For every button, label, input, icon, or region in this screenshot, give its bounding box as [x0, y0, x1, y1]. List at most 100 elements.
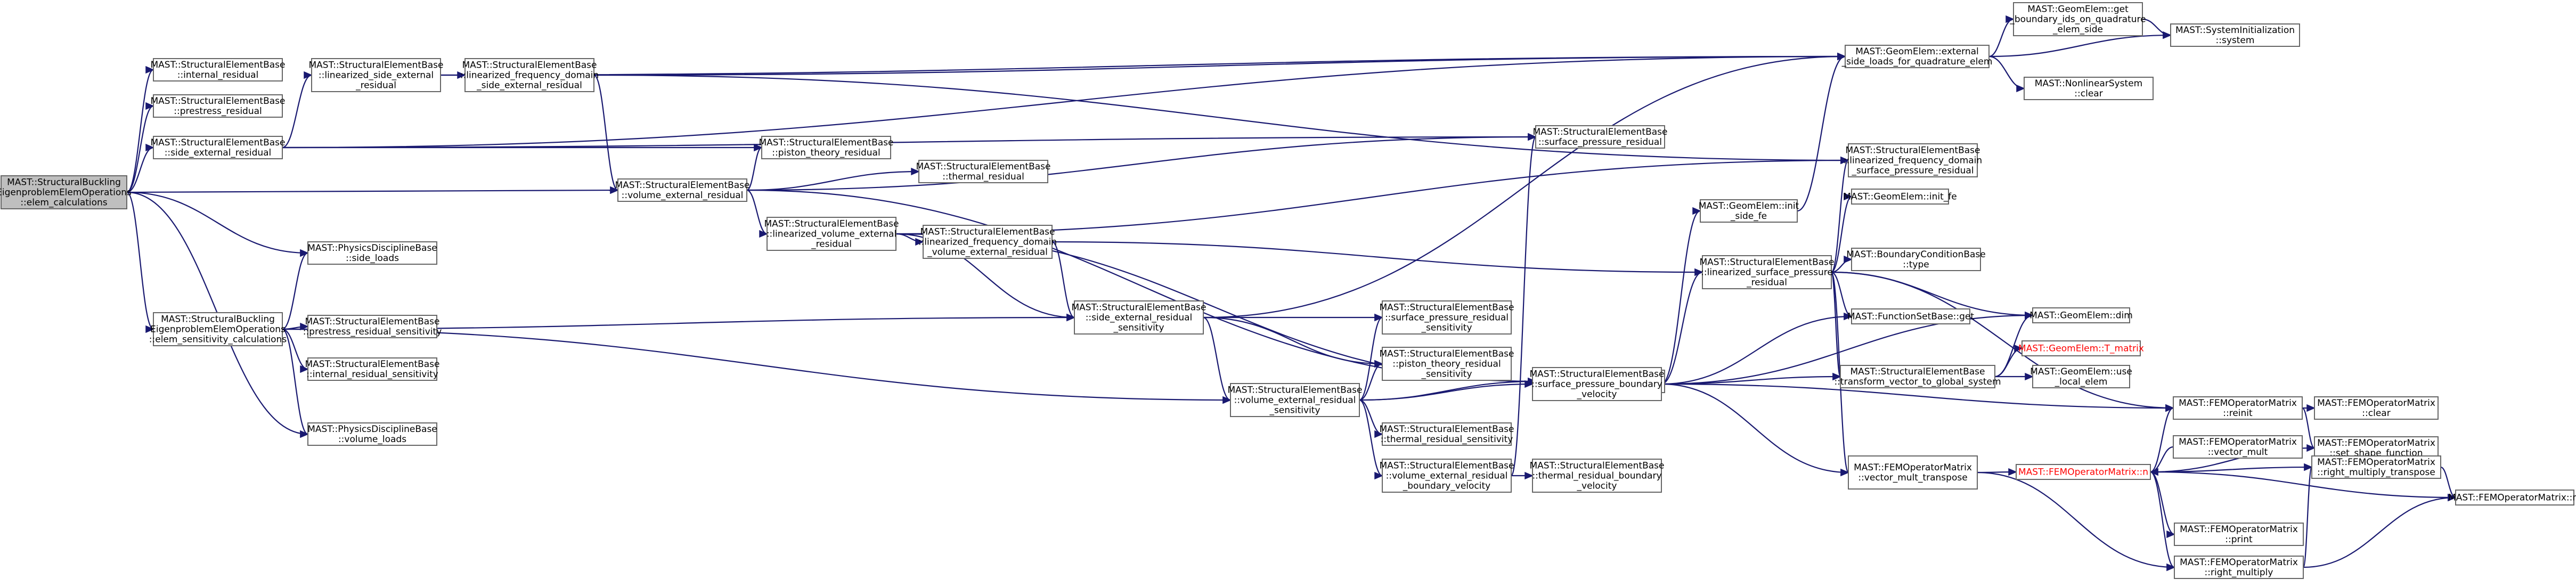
node-geomelem-dim[interactable]: MAST::GeomElem::dim — [2029, 307, 2133, 323]
node-label-line: ::right_multiply_transpose — [2317, 467, 2435, 478]
node-thermal-residual[interactable]: MAST::StructuralElementBase::thermal_res… — [916, 160, 1051, 183]
edge-linearized_frequency_domain_side-to-linearized_frequency_domain_surface — [593, 74, 1849, 161]
node-fem-reinit[interactable]: MAST::FEMOperatorMatrix::reinit — [2173, 396, 2303, 420]
arrowhead-side_external_residual-to-linearized_side_external_residual — [304, 71, 313, 79]
node-thermal-residual-sensitivity[interactable]: MAST::StructuralElementBase::thermal_res… — [1380, 422, 1514, 446]
node-side-external-residual-sensitivity[interactable]: MAST::StructuralElementBase::side_extern… — [1072, 300, 1207, 335]
node-functionset-get[interactable]: MAST::FunctionSetBase::get — [1847, 308, 1974, 324]
node-label-line: ::reinit — [2223, 408, 2253, 419]
edge-root-to-internal_residual — [126, 69, 154, 193]
node-geomelem-use-local-elem[interactable]: MAST::GeomElem::use_local_elem — [2030, 365, 2132, 388]
node-linearized-frequency-domain-volume[interactable]: MAST::StructuralElementBase::linearized_… — [918, 225, 1057, 259]
node-label-line: EigenproblemElemOperations — [150, 324, 286, 335]
node-elem-sensitivity-calculations[interactable]: MAST::StructuralBucklingEigenproblemElem… — [149, 312, 287, 346]
node-box — [311, 58, 441, 92]
node-label-line: MAST::FEMOperatorMatrix — [2180, 524, 2298, 535]
node-label-line: _velocity — [1577, 389, 1617, 400]
edge-fem_n-to-fem_m — [2150, 471, 2456, 499]
node-label-line: ::thermal_residual — [942, 172, 1024, 182]
node-fem-right-multiply[interactable]: MAST::FEMOperatorMatrix::right_multiply — [2174, 556, 2304, 579]
node-fem-m[interactable]: MAST::FEMOperatorMatrix::m — [2448, 490, 2576, 506]
edge-volume_external_residual-to-piston_theory_residual — [746, 146, 762, 191]
node-physics-side-loads[interactable]: MAST::PhysicsDisciplineBase::side_loads — [307, 241, 437, 265]
node-label-line: ::transform_vector_to_global_system — [1834, 377, 2001, 387]
node-surface-pressure-boundary-velocity[interactable]: MAST::StructuralElementBase::surface_pre… — [1530, 367, 1665, 401]
node-surface-pressure-residual[interactable]: MAST::StructuralElementBase::surface_pre… — [1533, 125, 1668, 149]
node-label-line: ::piston_theory_residual — [772, 148, 880, 158]
node-get-boundary-ids[interactable]: MAST::GeomElem::get_boundary_ids_on_quad… — [2009, 2, 2146, 36]
node-label-line: MAST::GeomElem::T_matrix — [2018, 344, 2144, 354]
node-label-line: ::vector_mult — [2208, 447, 2268, 458]
node-volume-external-residual[interactable]: MAST::StructuralElementBase::volume_exte… — [615, 178, 750, 202]
arrowhead-linearized_surface_pressure_residual-to-functionset_get — [1844, 312, 1853, 321]
node-side-external-residual[interactable]: MAST::StructuralElementBase::side_extern… — [151, 136, 286, 159]
node-linearized-frequency-domain-surface[interactable]: MAST::StructuralElementBase::linearized_… — [1844, 143, 1982, 177]
node-label-line: MAST::PhysicsDisciplineBase — [307, 424, 437, 435]
node-fem-vector-mult-transpose[interactable]: MAST::FEMOperatorMatrix::vector_mult_tra… — [1848, 455, 1978, 490]
node-linearized-surface-pressure-residual[interactable]: MAST::StructuralElementBase::linearized_… — [1700, 255, 1835, 289]
arrowhead-linearized_frequency_domain_side-to-volume_external_residual — [610, 186, 619, 194]
node-label-line: _velocity — [1577, 481, 1617, 492]
node-label-line: MAST::FEMOperatorMatrix — [2179, 437, 2297, 447]
edge-side_external_residual_sensitivity-to-external_side_loads_for_quadrature_elem — [1203, 55, 1846, 319]
node-external-side-loads-for-quadrature-elem[interactable]: MAST::GeomElem::external_side_loads_for_… — [1841, 45, 1993, 68]
node-label-line: MAST::GeomElem::use — [2030, 366, 2132, 377]
node-label-line: MAST::FEMOperatorMatrix::n — [2018, 467, 2148, 478]
arrowhead-fem_n-to-fem_right_multiply — [2166, 563, 2175, 572]
arrowhead-fem_right_multiply_transpose-to-fem_m — [2448, 493, 2457, 502]
node-piston-theory-residual[interactable]: MAST::StructuralElementBase::piston_theo… — [759, 136, 894, 159]
node-label-line: MAST::StructuralElementBase — [1380, 424, 1514, 435]
node-label-line: MAST::NonlinearSystem — [2035, 78, 2142, 89]
node-fem-right-multiply-transpose[interactable]: MAST::FEMOperatorMatrix::right_multiply_… — [2311, 455, 2441, 479]
node-geomelem-init-fe[interactable]: MAST::GeomElem::init_fe — [1843, 189, 1957, 205]
node-geomelem-t-matrix[interactable]: MAST::GeomElem::T_matrix — [2018, 340, 2144, 356]
edge-fem_n-to-fem_print — [2150, 471, 2175, 535]
arrowhead-elem_sensitivity_calculations-to-internal_residual_sensitivity — [300, 365, 309, 373]
node-volume-external-residual-sensitivity[interactable]: MAST::StructuralElementBase::volume_exte… — [1228, 383, 1363, 417]
node-linearized-frequency-domain-side[interactable]: MAST::StructuralElementBase::linearized_… — [460, 58, 599, 92]
node-fem-clear[interactable]: MAST::FEMOperatorMatrix::clear — [2314, 396, 2439, 420]
node-label-line: MAST::StructuralElementBase — [1530, 369, 1665, 380]
edge-volume_external_residual_sensitivity-to-surface_pressure_residual_sensitivity — [1359, 316, 1383, 401]
node-linearized-volume-external-residual[interactable]: MAST::StructuralElementBase::linearized_… — [764, 217, 899, 251]
node-nonlinear-system-clear[interactable]: MAST::NonlinearSystem::clear — [2024, 77, 2154, 100]
node-internal-residual[interactable]: MAST::StructuralElementBase::internal_re… — [151, 58, 286, 81]
node-label-line: MAST::StructuralElementBase — [759, 137, 894, 148]
node-surface-pressure-residual-sensitivity[interactable]: MAST::StructuralElementBase::surface_pre… — [1380, 300, 1514, 335]
node-system-initialization-system[interactable]: MAST::SystemInitialization::system — [2170, 23, 2300, 47]
node-linearized-side-external-residual[interactable]: MAST::StructuralElementBase::linearized_… — [309, 58, 444, 92]
node-label-line: MAST::StructuralElementBase — [309, 60, 444, 71]
node-transform-vector-to-global-system[interactable]: MAST::StructuralElementBase::transform_v… — [1834, 365, 2001, 388]
node-thermal-residual-boundary-velocity[interactable]: MAST::StructuralElementBase::thermal_res… — [1530, 459, 1665, 493]
node-boundary-condition-type[interactable]: MAST::BoundaryConditionBase::type — [1846, 248, 1986, 271]
edge-linearized_frequency_domain_volume-to-side_external_residual_sensitivity — [1051, 241, 1075, 319]
node-prestress-residual[interactable]: MAST::StructuralElementBase::prestress_r… — [151, 94, 286, 118]
arrowhead-volume_external_residual_sensitivity-to-surface_pressure_residual_sensitivity — [1374, 313, 1383, 322]
arrowhead-volume_external_residual_sensitivity-to-piston_theory_residual_sensitivity — [1374, 360, 1383, 368]
edge-fem_right_multiply-to-fem_m — [2303, 496, 2456, 568]
node-fem-vector-mult[interactable]: MAST::FEMOperatorMatrix::vector_mult — [2173, 435, 2303, 459]
node-label-line: ::right_multiply — [2205, 567, 2273, 578]
node-box — [1845, 45, 1990, 68]
edge-fem_right_multiply-to-fem_right_multiply_transpose — [2302, 466, 2313, 568]
node-box — [307, 422, 437, 446]
node-label-line: MAST::BoundaryConditionBase — [1846, 249, 1985, 260]
node-prestress-residual-sensitivity[interactable]: MAST::StructuralElementBase::prestress_r… — [303, 315, 442, 338]
edge-root-to-physics_side_loads — [126, 191, 308, 254]
node-label-line: ::linearized_surface_pressure — [1701, 267, 1833, 278]
node-box — [2170, 23, 2300, 47]
node-geomelem-init-side-fe[interactable]: MAST::GeomElem::init_side_fe — [1699, 199, 1799, 223]
edge-surface_pressure_boundary_velocity-to-geomelem_init_side_fe — [1661, 210, 1701, 385]
node-fem-print[interactable]: MAST::FEMOperatorMatrix::print — [2174, 523, 2304, 546]
node-box — [2024, 77, 2154, 100]
node-volume-external-residual-boundary-velocity[interactable]: MAST::StructuralElementBase::volume_exte… — [1380, 459, 1514, 493]
node-physics-volume-loads[interactable]: MAST::PhysicsDisciplineBase::volume_load… — [307, 422, 437, 446]
node-label-line: MAST::StructuralElementBase — [1530, 461, 1665, 471]
node-box — [1382, 459, 1512, 493]
node-fem-n[interactable]: MAST::FEMOperatorMatrix::n — [2016, 464, 2151, 480]
node-label-line: ::side_external_residual — [1086, 313, 1193, 323]
node-internal-residual-sensitivity[interactable]: MAST::StructuralElementBase::internal_re… — [305, 357, 440, 381]
node-root[interactable]: MAST::StructuralBucklingEigenproblemElem… — [0, 175, 132, 209]
node-piston-theory-residual-sensitivity[interactable]: MAST::StructuralElementBase::piston_theo… — [1380, 347, 1514, 381]
